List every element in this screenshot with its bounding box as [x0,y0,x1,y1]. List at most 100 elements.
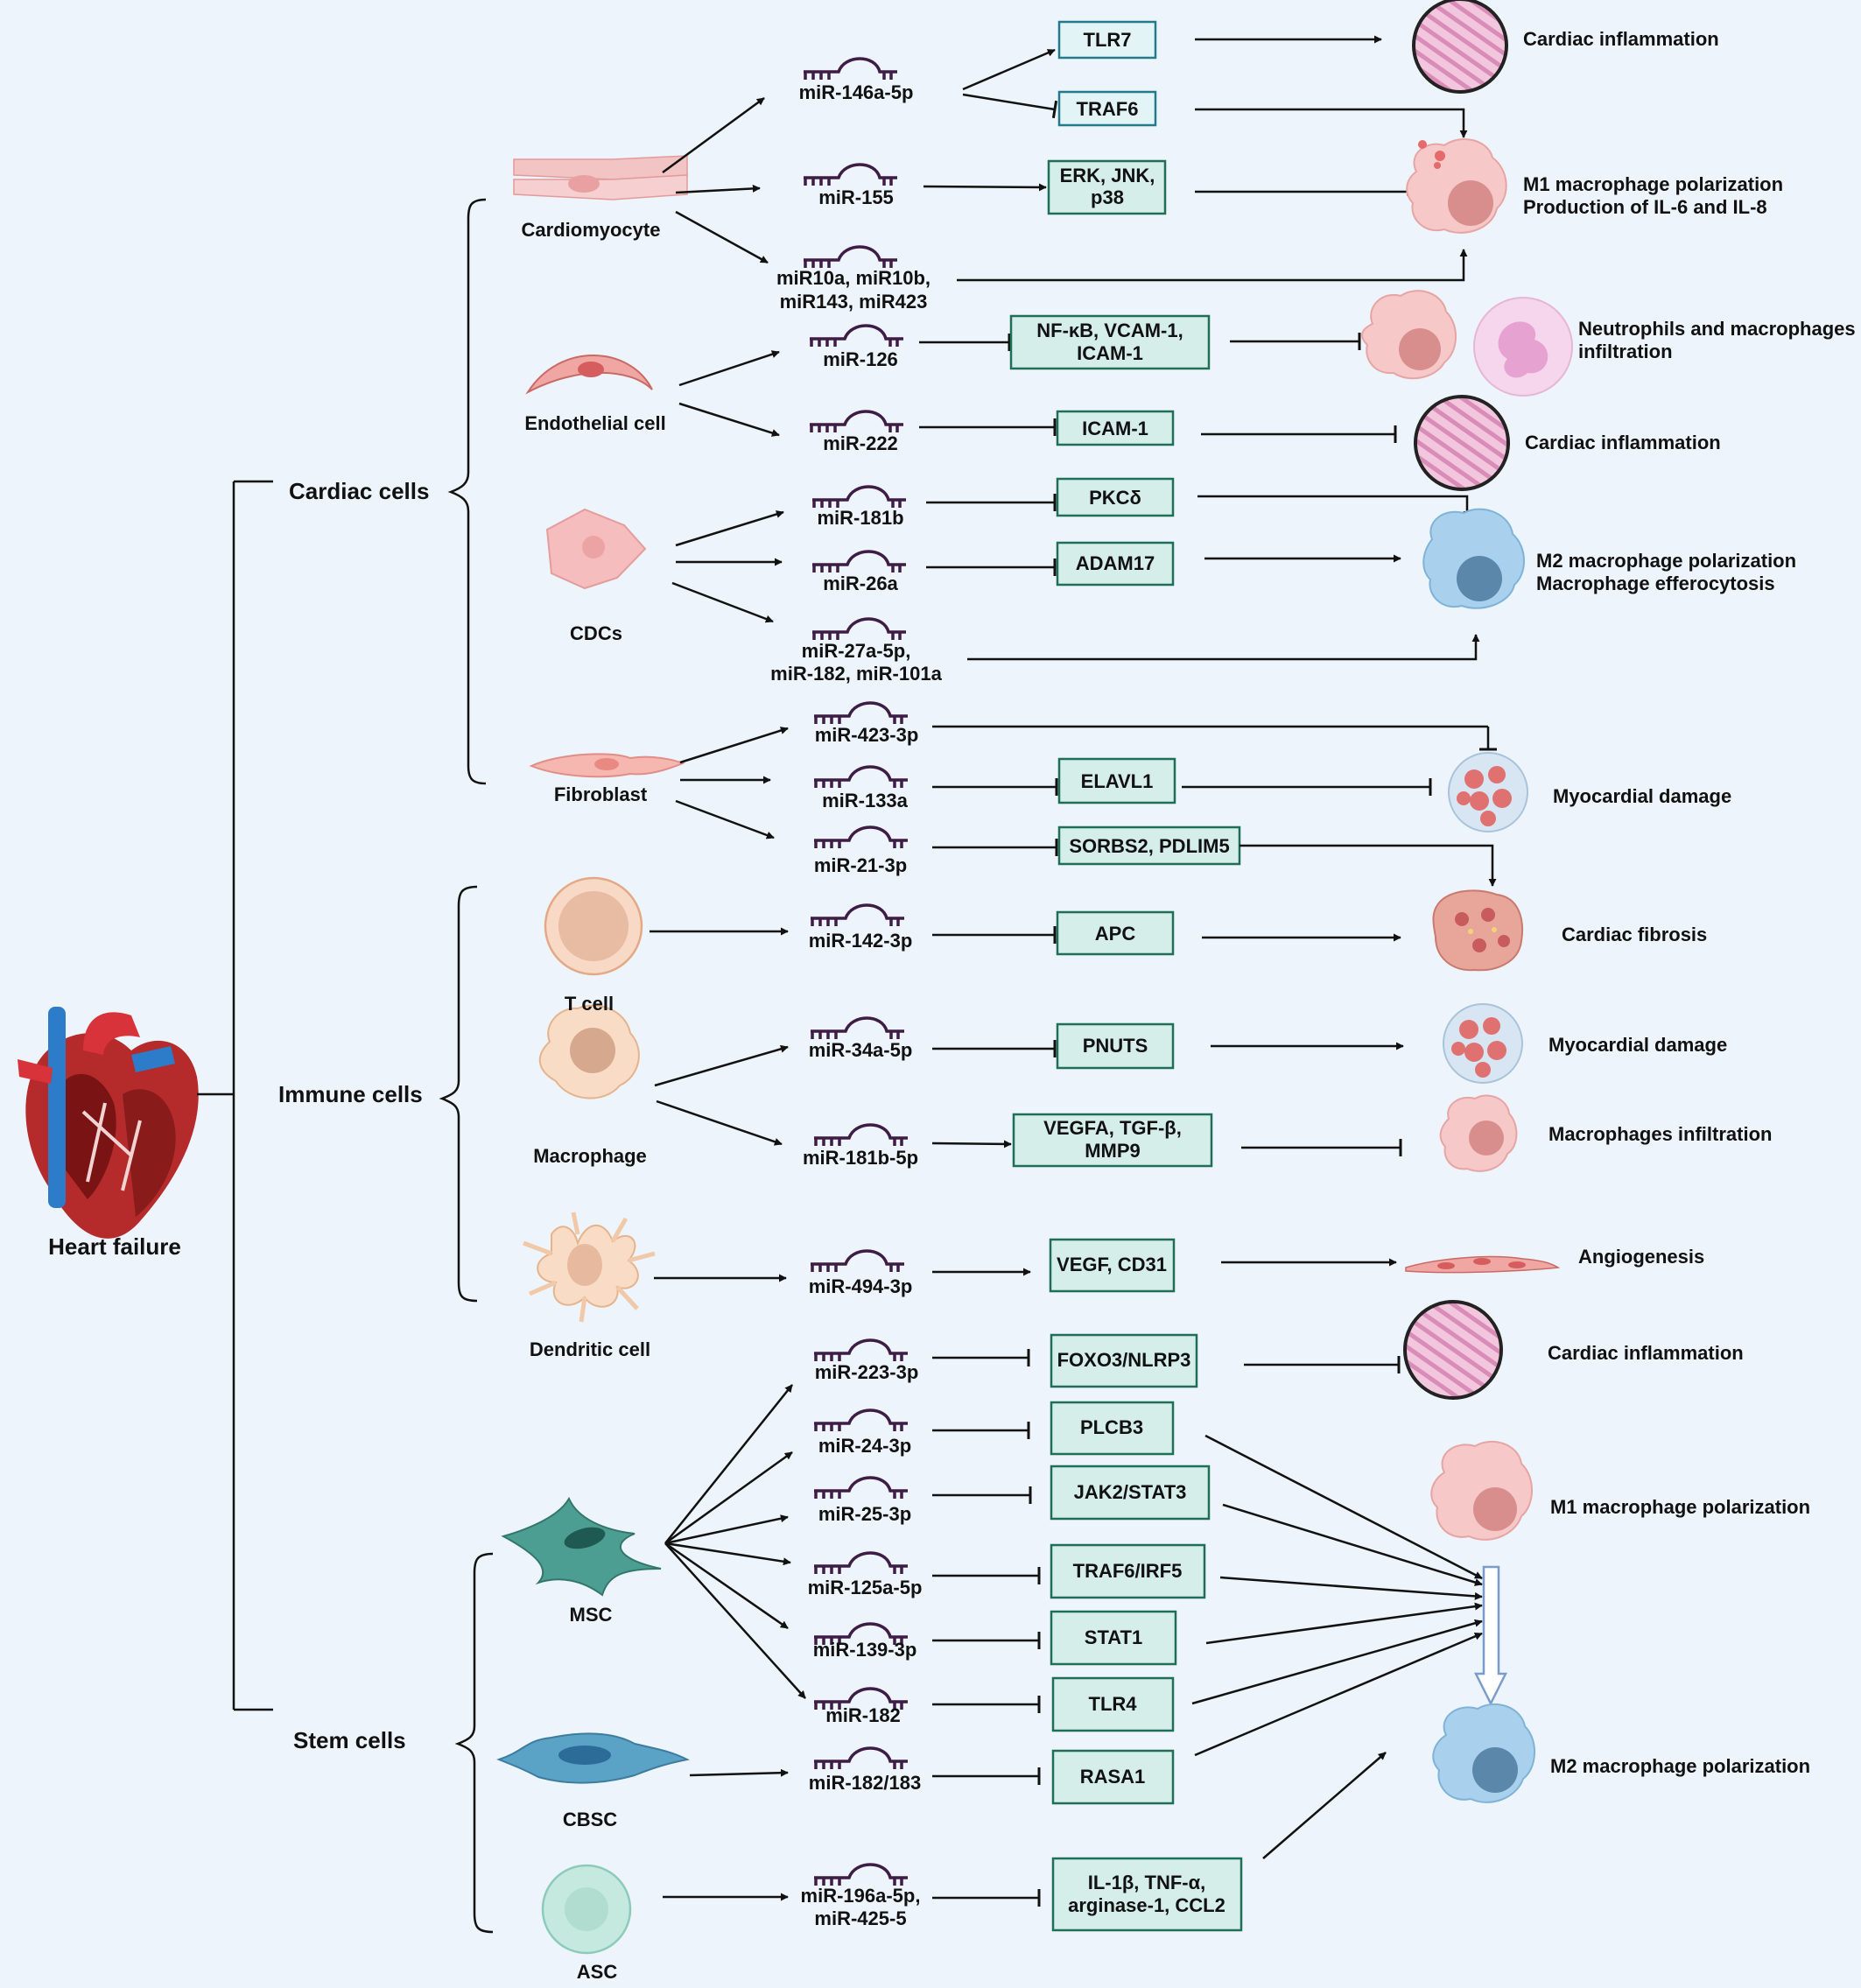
group-label-immune: Immune cells [278,1081,423,1107]
target-labels: TLR7 TRAF6 ERK, JNK,p38 NF-κB, VCAM-1,IC… [1036,29,1229,1916]
outcome-label: Cardiac fibrosis [1562,924,1707,945]
target-box [1057,90,1157,127]
mirna-labels: miR-146a-5p miR-155 miR10a, miR10b,miR14… [770,81,942,1929]
cardiac-fibrosis-icon [1432,889,1523,972]
endothelial-cell-icon [525,355,653,395]
target-label: TRAF6/IRF5 [1073,1560,1183,1582]
target-label: PNUTS [1083,1035,1148,1057]
outcome-label: Cardiac inflammation [1523,28,1719,50]
mirna-label: miR-196a-5p,miR-425-5 [801,1885,921,1929]
mirna-label: miR-494-3p [809,1275,913,1297]
target-box [1056,410,1175,446]
target-label: PLCB3 [1080,1416,1143,1438]
target-box [1050,1333,1198,1388]
target-label: ADAM17 [1076,552,1155,574]
target-label: IL-1β, TNF-α,arginase-1, CCL2 [1068,1872,1225,1916]
mirna-label: miR-125a-5p [808,1577,923,1598]
target-label: STAT1 [1085,1626,1142,1648]
target-label: NF-κB, VCAM-1,ICAM-1 [1036,320,1183,364]
outcome-label: Cardiac inflammation [1525,432,1721,453]
cell-label-asc: ASC [577,1961,618,1983]
target-box [1056,477,1175,517]
outcome-label: Angiogenesis [1578,1246,1704,1268]
target-label: JAK2/STAT3 [1074,1481,1187,1503]
target-label: PKCδ [1089,487,1141,509]
root-label: Heart failure [48,1233,181,1260]
inflammation-tissue-icon [1412,0,1508,94]
target-box [1051,1857,1243,1932]
mirna-label: miR-133a [822,790,909,811]
mirna-label: miR-142-3p [809,930,913,952]
target-box [1049,1238,1176,1293]
cell-label-t-cell: T cell [565,993,614,1015]
polarization-shift-arrow-icon [1473,1565,1508,1706]
mirna-label: miR10a, miR10b,miR143, miR423 [776,267,930,313]
target-label: APC [1095,923,1136,945]
msc-icon [501,1496,662,1597]
cell-to-mirna-arrows [650,96,806,1901]
target-box [1050,1543,1206,1599]
myocardial-damage-icon [1448,752,1528,832]
cardiomyocyte-icon [513,155,688,200]
target-box [1056,910,1175,956]
cdc-icon [545,508,647,590]
mirna-label: miR-182/183 [809,1772,921,1794]
mirna-label: miR-27a-5p,miR-182, miR-101a [770,640,942,685]
target-box [1047,159,1167,215]
mirna-label: miR-126 [823,348,898,370]
mirna-label: miR-24-3p [818,1435,911,1457]
target-label: RASA1 [1080,1766,1146,1788]
target-box [1050,1401,1175,1456]
target-box [1012,1113,1213,1168]
neutrophil-icon [1473,297,1573,397]
mirna-label: miR-146a-5p [799,81,914,103]
target-box [1057,20,1157,60]
target-box [1051,1676,1175,1732]
target-box [1050,1465,1211,1521]
cell-label-cbsc: CBSC [563,1809,617,1830]
cell-label-dendritic: Dendritic cell [530,1338,650,1360]
macrophage-pink-icon [1361,290,1457,380]
root-bracket [197,480,273,1711]
target-label: VEGF, CD31 [1057,1254,1167,1275]
outcome-label: Macrophages infiltration [1548,1123,1772,1145]
outcome-label: Cardiac inflammation [1548,1342,1744,1364]
outcome-label: Myocardial damage [1548,1034,1727,1056]
m2-macrophage-icon [1422,508,1525,609]
outcome-labels: Cardiac inflammation M1 macrophage polar… [1523,28,1856,1777]
stem-brace [454,1552,494,1934]
outcome-label: M1 macrophage polarization [1550,1496,1810,1518]
mirna-label: miR-182 [825,1704,901,1726]
target-label: SORBS2, PDLIM5 [1069,835,1229,857]
mirna-label: miR-34a-5p [809,1039,913,1061]
fibroblast-icon [529,753,685,778]
myocardial-damage-icon-2 [1443,1003,1523,1084]
target-label: TLR7 [1084,29,1132,51]
m1-macrophage-icon-2 [1430,1440,1533,1541]
mirna-label: miR-21-3p [814,854,907,876]
inflammation-tissue-icon-3 [1403,1300,1503,1400]
target-label: ERK, JNK,p38 [1060,165,1155,208]
target-label: ICAM-1 [1082,418,1148,439]
mirna-label: miR-25-3p [818,1503,911,1525]
cbsc-icon [496,1732,691,1784]
target-label: VEGFA, TGF-β,MMP9 [1043,1117,1182,1162]
mirna-label: miR-155 [818,186,894,208]
cell-label-fibroblast: Fibroblast [554,783,648,805]
immune-brace [439,885,478,1303]
target-to-outcome-connectors [957,35,1497,1859]
target-box [1056,1022,1175,1070]
cell-label-endothelial: Endothelial cell [524,412,665,434]
mirna-label: miR-223-3p [815,1361,919,1383]
outcome-label: Myocardial damage [1553,785,1731,807]
cell-label-cardiomyocyte: Cardiomyocyte [522,219,661,241]
mirna-label: miR-423-3p [815,724,919,746]
mirna-label: miR-139-3p [813,1639,917,1661]
target-box [1057,757,1176,804]
mirna-label: miR-181b [817,507,903,529]
heart-icon [18,1007,199,1239]
